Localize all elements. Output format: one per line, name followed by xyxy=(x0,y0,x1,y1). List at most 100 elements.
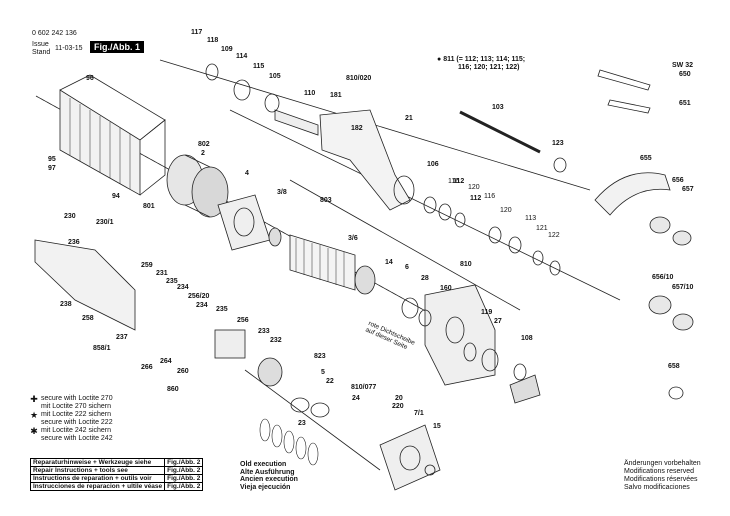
part-label: 655 xyxy=(640,155,652,162)
part-label: 238 xyxy=(60,301,72,308)
kit-note-line2: 116; 120; 121; 122) xyxy=(458,64,520,71)
rotated-part-label: 121 xyxy=(536,225,548,232)
modifications-note: Änderungen vorbehalten Modifications res… xyxy=(624,460,701,492)
part-label: 97 xyxy=(48,165,56,172)
part-label: 858/1 xyxy=(93,345,111,352)
part-label: 4 xyxy=(245,170,249,177)
part-label: 22 xyxy=(326,378,334,385)
part-label: 109 xyxy=(221,46,233,53)
part-label: 2 xyxy=(201,150,205,157)
part-label: 28 xyxy=(421,275,429,282)
part-label: 20 xyxy=(395,395,403,402)
rotated-part-label: 113 xyxy=(525,215,537,222)
legend-text: secure with Loctite 242 xyxy=(41,434,113,442)
part-label: 232 xyxy=(270,337,282,344)
table-cell: Instrucciones de reparacion + ultile véa… xyxy=(29,482,166,491)
modifications-line: Änderungen vorbehalten xyxy=(624,460,701,467)
part-label: 220 xyxy=(392,403,404,410)
table-cell: Instructions de reparation + outils voir xyxy=(29,474,166,483)
part-label: 658 xyxy=(668,363,680,370)
old-execution-line: Ancien execution xyxy=(240,476,298,483)
part-label: 181 xyxy=(330,92,342,99)
table-cell: Repair Instructions + tools see xyxy=(29,466,166,475)
rotated-part-label: 122 xyxy=(548,232,560,239)
stand-label: Stand xyxy=(32,49,51,56)
part-label: 810/020 xyxy=(346,75,372,82)
kit-note-line1: 811 (= 112; 113; 114; 115; xyxy=(443,56,526,63)
part-label: 5 xyxy=(321,369,325,376)
part-label: 860 xyxy=(167,386,179,393)
part-label: 260 xyxy=(177,368,189,375)
table-row: Instructions de reparation + outils voir… xyxy=(29,474,204,483)
old-execution-line: Old execution xyxy=(240,461,287,468)
part-label: 810 xyxy=(460,261,472,268)
legend-row: ✱ mit Loctite 242 sichern secure with Lo… xyxy=(30,427,230,442)
part-label: 7/1 xyxy=(414,410,424,417)
part-label: 118 xyxy=(207,37,219,44)
part-label: 112 xyxy=(470,195,482,202)
part-label: 657 xyxy=(682,186,694,193)
old-execution-line: Vieja ejecución xyxy=(240,483,291,491)
part-label: 234 xyxy=(196,302,208,309)
part-label: SW 32 xyxy=(672,62,694,69)
old-execution-line: Alte Ausführung xyxy=(240,468,295,476)
rotated-part-label: 116 xyxy=(484,193,496,200)
part-label: 14 xyxy=(385,259,393,266)
legend-row: ✚ secure with Loctite 270 mit Loctite 27… xyxy=(30,395,230,410)
part-label: 810/077 xyxy=(351,384,377,391)
repair-instructions-table: Reparaturhinweise + Werkzeuge siehe Fig.… xyxy=(29,458,204,491)
part-label: 802 xyxy=(198,141,210,148)
figure-ref-link[interactable]: Fig./Abb. 2 xyxy=(164,474,204,483)
part-label: 656/10 xyxy=(652,274,674,281)
part-label: 23 xyxy=(298,420,306,427)
part-label: 264 xyxy=(160,358,172,365)
part-label: 94 xyxy=(112,193,120,200)
legend-text: secure with Loctite 270 xyxy=(41,395,113,402)
part-label: 656 xyxy=(672,177,684,184)
loctite-242-icon: ✱ xyxy=(30,426,38,436)
legend-text: secure with Loctite 222 xyxy=(41,418,113,426)
part-label: 256 xyxy=(237,317,249,324)
part-label: 119 xyxy=(481,309,493,316)
part-label: 823 xyxy=(314,353,326,360)
part-label: 24 xyxy=(352,395,360,402)
table-row: Reparaturhinweise + Werkzeuge siehe Fig.… xyxy=(29,458,204,467)
part-label: 182 xyxy=(351,125,363,132)
figure-ref-link[interactable]: Fig./Abb. 2 xyxy=(164,466,204,475)
figure-ref-link[interactable]: Fig./Abb. 2 xyxy=(164,458,204,467)
part-label: 235 xyxy=(216,306,228,313)
rotated-part-label: 120 xyxy=(500,207,512,214)
part-label: 15 xyxy=(433,423,441,430)
part-label: 112 xyxy=(453,178,465,185)
part-label: 160 xyxy=(440,285,452,292)
part-label: 233 xyxy=(258,328,270,335)
modifications-line: Modifications reserved xyxy=(624,468,695,475)
legend-text: mit Loctite 270 sichern xyxy=(41,402,112,410)
part-number: 0 602 242 136 xyxy=(32,30,77,37)
loctite-222-icon: ★ xyxy=(30,410,39,420)
loctite-270-icon: ✚ xyxy=(30,394,38,404)
part-label: 110 xyxy=(304,90,316,97)
figure-ref-link[interactable]: Fig./Abb. 2 xyxy=(164,482,204,491)
part-label: 115 xyxy=(253,63,265,70)
part-label: 258 xyxy=(82,315,94,322)
kit-note: ● 811 (= 112; 113; 114; 115; 116; 120; 1… xyxy=(437,56,525,72)
part-label: 114 xyxy=(236,53,248,60)
part-label: 96 xyxy=(86,75,94,82)
legend-text: mit Loctite 222 sichern xyxy=(41,411,112,418)
part-label: 235 xyxy=(166,278,178,285)
part-label: 259 xyxy=(141,262,153,269)
part-label: 230/1 xyxy=(96,219,114,226)
rotated-part-label: 120 xyxy=(468,184,480,191)
part-label: 256/20 xyxy=(188,293,210,300)
table-cell: Reparaturhinweise + Werkzeuge siehe xyxy=(29,458,166,467)
kit-dot-icon: ● xyxy=(437,56,442,63)
part-label: 95 xyxy=(48,156,56,163)
rotated-part-label: 116 xyxy=(448,178,460,185)
part-label: 231 xyxy=(156,270,168,277)
modifications-line: Modifications réservées xyxy=(624,476,698,483)
part-label: 266 xyxy=(141,364,153,371)
part-label: 237 xyxy=(116,334,128,341)
part-label: 657/10 xyxy=(672,284,694,291)
figure-label: Fig./Abb. 1 xyxy=(90,41,144,53)
